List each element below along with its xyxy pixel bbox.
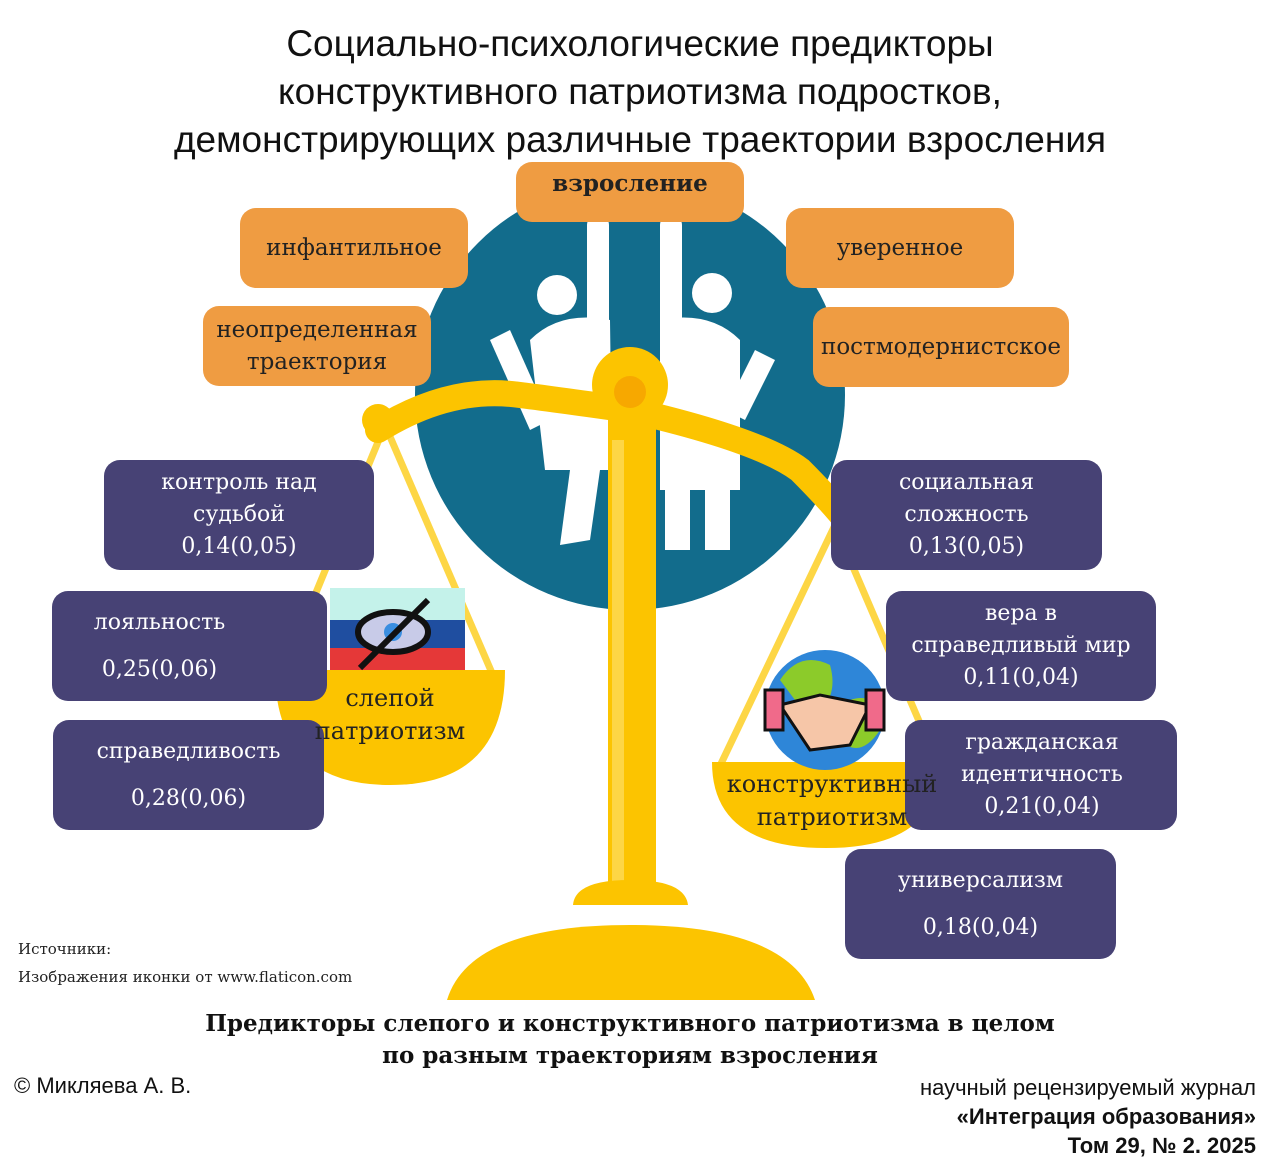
predictor-card: контроль над судьбой 0,14(0,05) [104, 460, 374, 570]
predictor-card: социальная сложность 0,13(0,05) [831, 460, 1102, 570]
constructive-patriotism-label: конструктивный патриотизм [726, 770, 938, 831]
predictor-card: вера в справедливый мир 0,11(0,04) [886, 591, 1156, 701]
trajectory-postmodern: постмодернистское [813, 307, 1069, 387]
trajectory-confident: уверенное [786, 208, 1014, 288]
trajectory-header: взросление [516, 162, 744, 222]
blind-eye-flag-icon [330, 588, 465, 671]
trajectory-infantile: инфантильное [240, 208, 468, 288]
predictor-card: справедливость 0,28(0,06) [53, 720, 324, 830]
predictor-card: лояльность 0,25(0,06) [52, 591, 327, 701]
author: © Микляева А. В. [14, 1073, 192, 1098]
sources-label: Источники: [18, 940, 112, 958]
predictor-card: гражданская идентичность 0,21(0,04) [905, 720, 1177, 830]
predictor-card: универсализм 0,18(0,04) [845, 849, 1116, 959]
handshake-globe-icon [763, 650, 886, 770]
journal-info: научный рецензируемый журнал «Интеграция… [919, 1075, 1256, 1158]
sources-text: Изображения иконки от www.flaticon.com [18, 968, 353, 986]
page-title: Социально-психологические предикторы кон… [173, 23, 1107, 160]
blind-patriotism-label: слепой патриотизм [314, 684, 466, 745]
caption: Предикторы слепого и конструктивного пат… [205, 1010, 1055, 1069]
trajectory-uncertain: неопределенная траектория [203, 306, 431, 386]
